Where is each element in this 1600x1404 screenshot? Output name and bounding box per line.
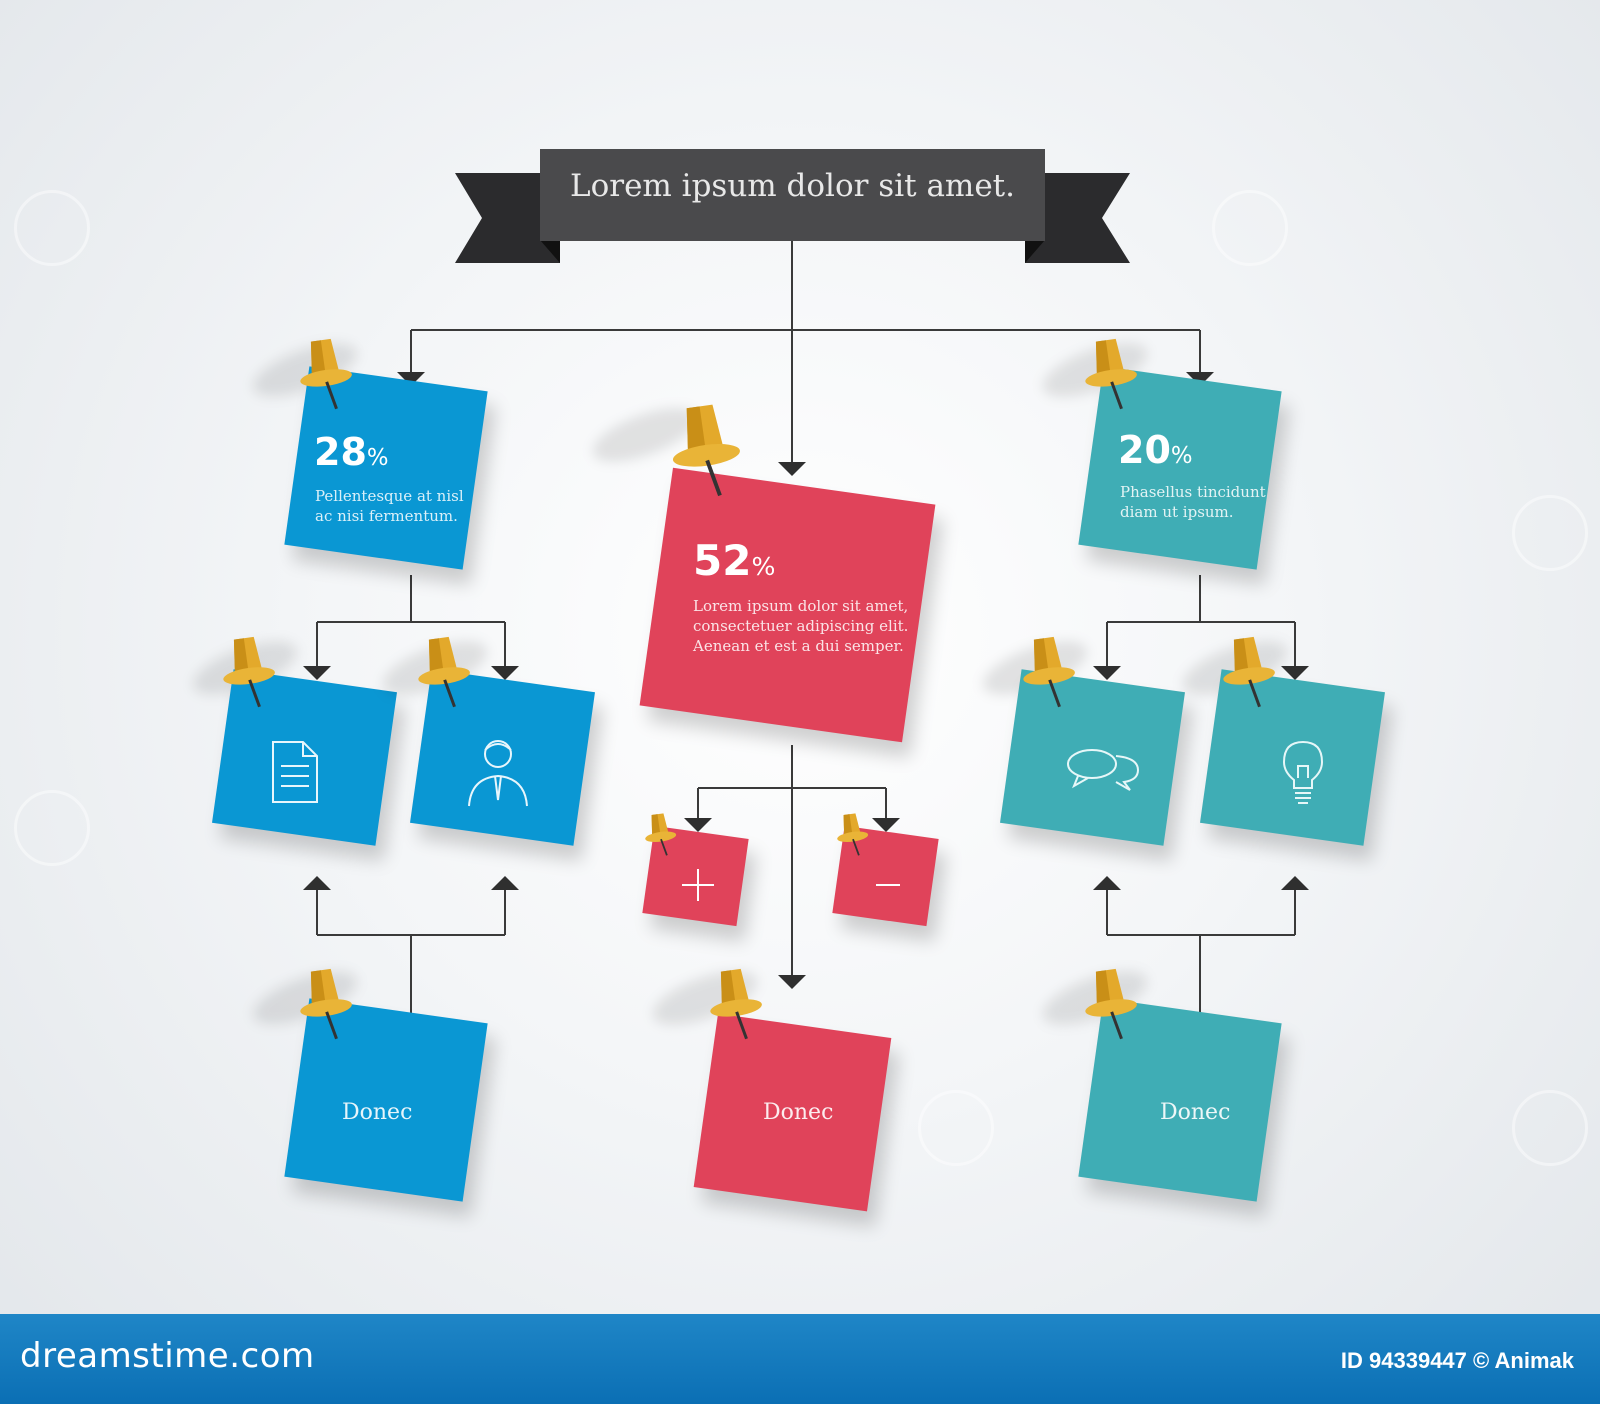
arrow-down-left <box>397 372 425 386</box>
arrow-down-center <box>778 462 806 476</box>
pin-center-bottom <box>703 965 768 1045</box>
footer-bar: dreamstime.com ID 94339447 © Animak <box>0 1314 1600 1404</box>
flowchart-diagram: Lorem ipsum dolor sit amet. 28% Pellente… <box>14 149 1588 1212</box>
pin-left-child1 <box>216 633 281 713</box>
center-percent-value: 52 <box>693 536 752 585</box>
center-text-line2: consectetuer adipiscing elit. <box>693 617 909 635</box>
pin-center-minus <box>833 811 872 859</box>
pin-left-child2 <box>411 633 476 713</box>
pin-left-bottom <box>293 965 358 1045</box>
banner-title: Lorem ipsum dolor sit amet. <box>570 168 1015 204</box>
left-bottom-label: Donec <box>342 1100 413 1125</box>
right-text-line1: Phasellus tincidunt <box>1120 483 1266 501</box>
pin-center-main <box>664 399 748 504</box>
center-percent: 52% <box>693 536 775 585</box>
speech-bubbles-icon <box>1067 749 1140 791</box>
center-bottom-label: Donec <box>763 1100 834 1125</box>
watermark-ring <box>1212 190 1288 266</box>
lightbulb-icon <box>1282 740 1324 804</box>
connector-lines <box>303 240 1309 1040</box>
businessman-icon <box>468 740 528 807</box>
watermark-ring <box>14 790 90 866</box>
pin-left-main <box>293 335 358 415</box>
footer-credit: ID 94339447 © Animak <box>1340 1348 1574 1373</box>
push-pins <box>216 335 1281 1045</box>
pin-right-bottom <box>1078 965 1143 1045</box>
left-text-line2: ac nisi fermentum. <box>315 507 458 525</box>
left-description: Pellentesque at nisl ac nisi fermentum. <box>315 486 464 526</box>
center-percent-sign: % <box>751 552 776 581</box>
right-percent-value: 20 <box>1118 428 1171 472</box>
center-description: Lorem ipsum dolor sit amet, consectetuer… <box>693 596 908 656</box>
left-text-line1: Pellentesque at nisl <box>315 487 464 505</box>
watermark-ring <box>918 1090 994 1166</box>
pin-right-child1 <box>1016 633 1081 713</box>
right-bottom-label: Donec <box>1160 1100 1231 1125</box>
right-text-line2: diam ut ipsum. <box>1120 503 1234 521</box>
right-description: Phasellus tincidunt diam ut ipsum. <box>1120 482 1266 522</box>
left-percent-sign: % <box>366 445 389 471</box>
watermark-ring <box>1512 1090 1588 1166</box>
minus-icon <box>876 884 900 886</box>
center-text-line1: Lorem ipsum dolor sit amet, <box>693 597 909 615</box>
plus-icon <box>682 869 714 901</box>
right-percent-sign: % <box>1170 443 1193 469</box>
footer-brand[interactable]: dreamstime.com <box>20 1336 315 1376</box>
document-icon <box>272 741 318 803</box>
watermark-ring <box>1512 495 1588 571</box>
left-percent-value: 28 <box>314 430 367 474</box>
pin-center-plus <box>641 811 680 859</box>
center-text-line3: Aenean et est a dui semper. <box>693 637 904 655</box>
left-percent: 28% <box>314 430 389 474</box>
banner-ribbon <box>455 149 1130 263</box>
watermark-ring <box>14 190 90 266</box>
pin-right-main <box>1078 335 1143 415</box>
right-percent: 20% <box>1118 428 1193 472</box>
pin-right-child2 <box>1216 633 1281 713</box>
